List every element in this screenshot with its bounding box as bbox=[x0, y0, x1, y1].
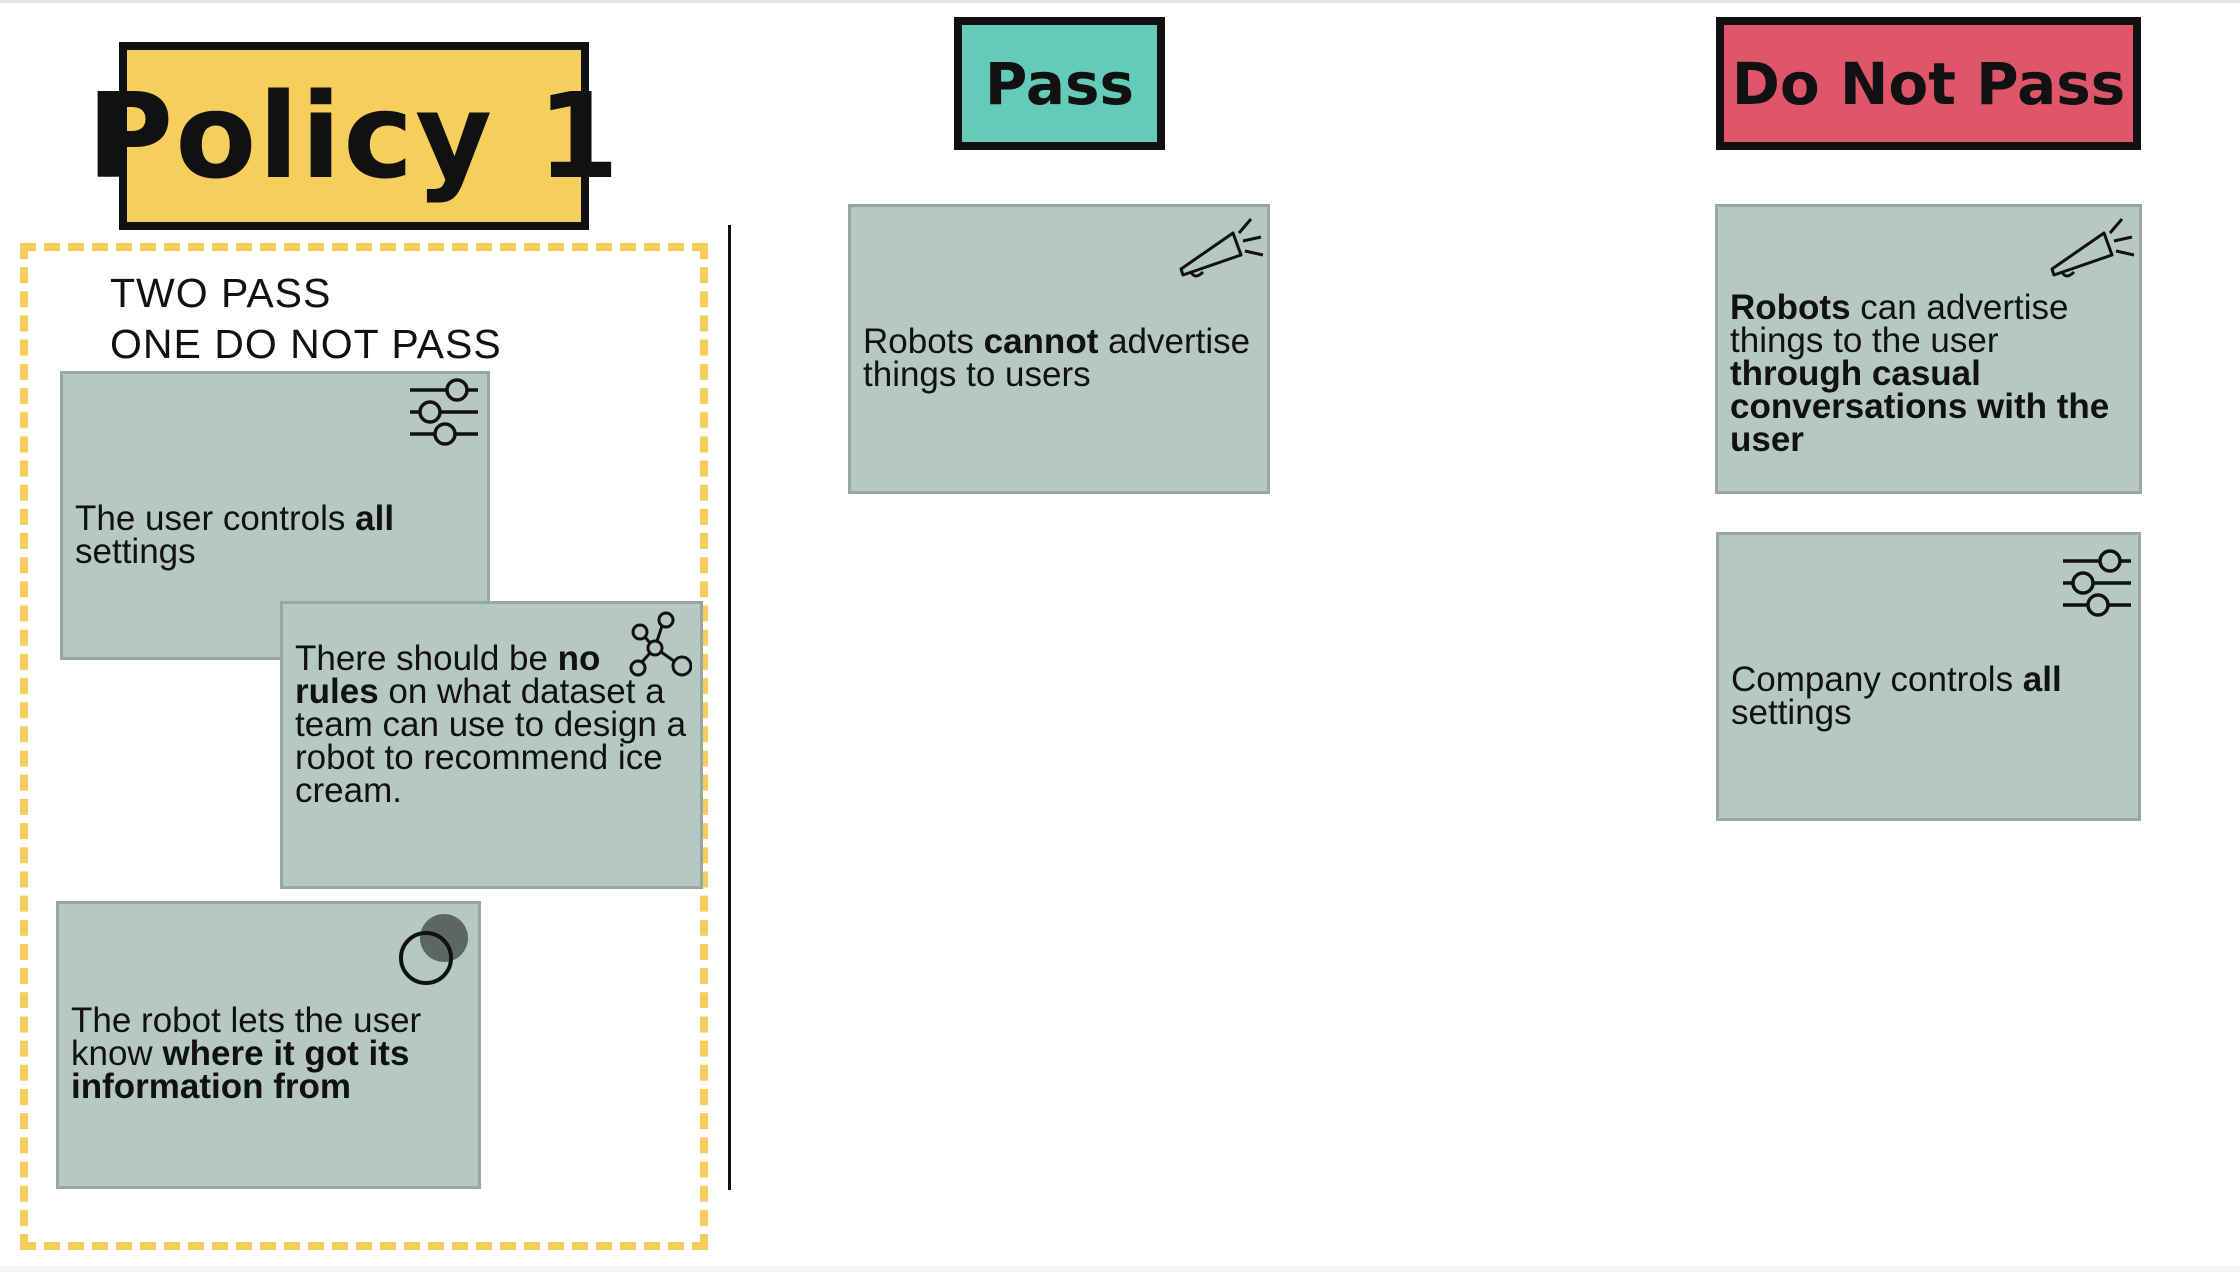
top-border-line bbox=[0, 0, 2240, 3]
card-can-advertise[interactable]: Robots can advertise things to the user … bbox=[1715, 204, 2142, 494]
megaphone-icon bbox=[1179, 218, 1264, 278]
card-text: Company controls all settings bbox=[1731, 660, 2062, 732]
card-text: Robots can advertise things to the user … bbox=[1730, 288, 2110, 459]
do-not-pass-header: Do Not Pass bbox=[1716, 17, 2141, 150]
card-text: The user controls all settings bbox=[75, 499, 395, 571]
card-cannot-advertise[interactable]: Robots cannot advertise things to users bbox=[848, 204, 1270, 494]
sliders-icon bbox=[410, 378, 478, 446]
heading-line-2: ONE DO NOT PASS bbox=[110, 321, 502, 367]
card-text: The robot lets the user know where it go… bbox=[71, 1001, 422, 1106]
column-divider bbox=[728, 225, 731, 1190]
megaphone-icon bbox=[2050, 218, 2135, 278]
pass-header: Pass bbox=[954, 17, 1165, 150]
policy-group-heading: TWO PASS ONE DO NOT PASS bbox=[110, 268, 502, 370]
policy-header: Policy 1 bbox=[87, 42, 619, 230]
card-text: There should be no rules on what dataset… bbox=[295, 639, 687, 810]
overlapping-circles-icon bbox=[399, 914, 468, 985]
card-no-rules[interactable]: There should be no rules on what dataset… bbox=[280, 601, 703, 889]
card-information-source[interactable]: The robot lets the user know where it go… bbox=[56, 901, 481, 1189]
card-company-controls[interactable]: Company controls all settings bbox=[1716, 532, 2141, 821]
policy-group-box bbox=[20, 243, 708, 1250]
sliders-icon bbox=[2063, 549, 2131, 617]
card-text: Robots cannot advertise things to users bbox=[863, 322, 1251, 394]
heading-line-1: TWO PASS bbox=[110, 270, 332, 316]
network-icon bbox=[629, 611, 692, 677]
bottom-border-line bbox=[0, 1266, 2240, 1272]
